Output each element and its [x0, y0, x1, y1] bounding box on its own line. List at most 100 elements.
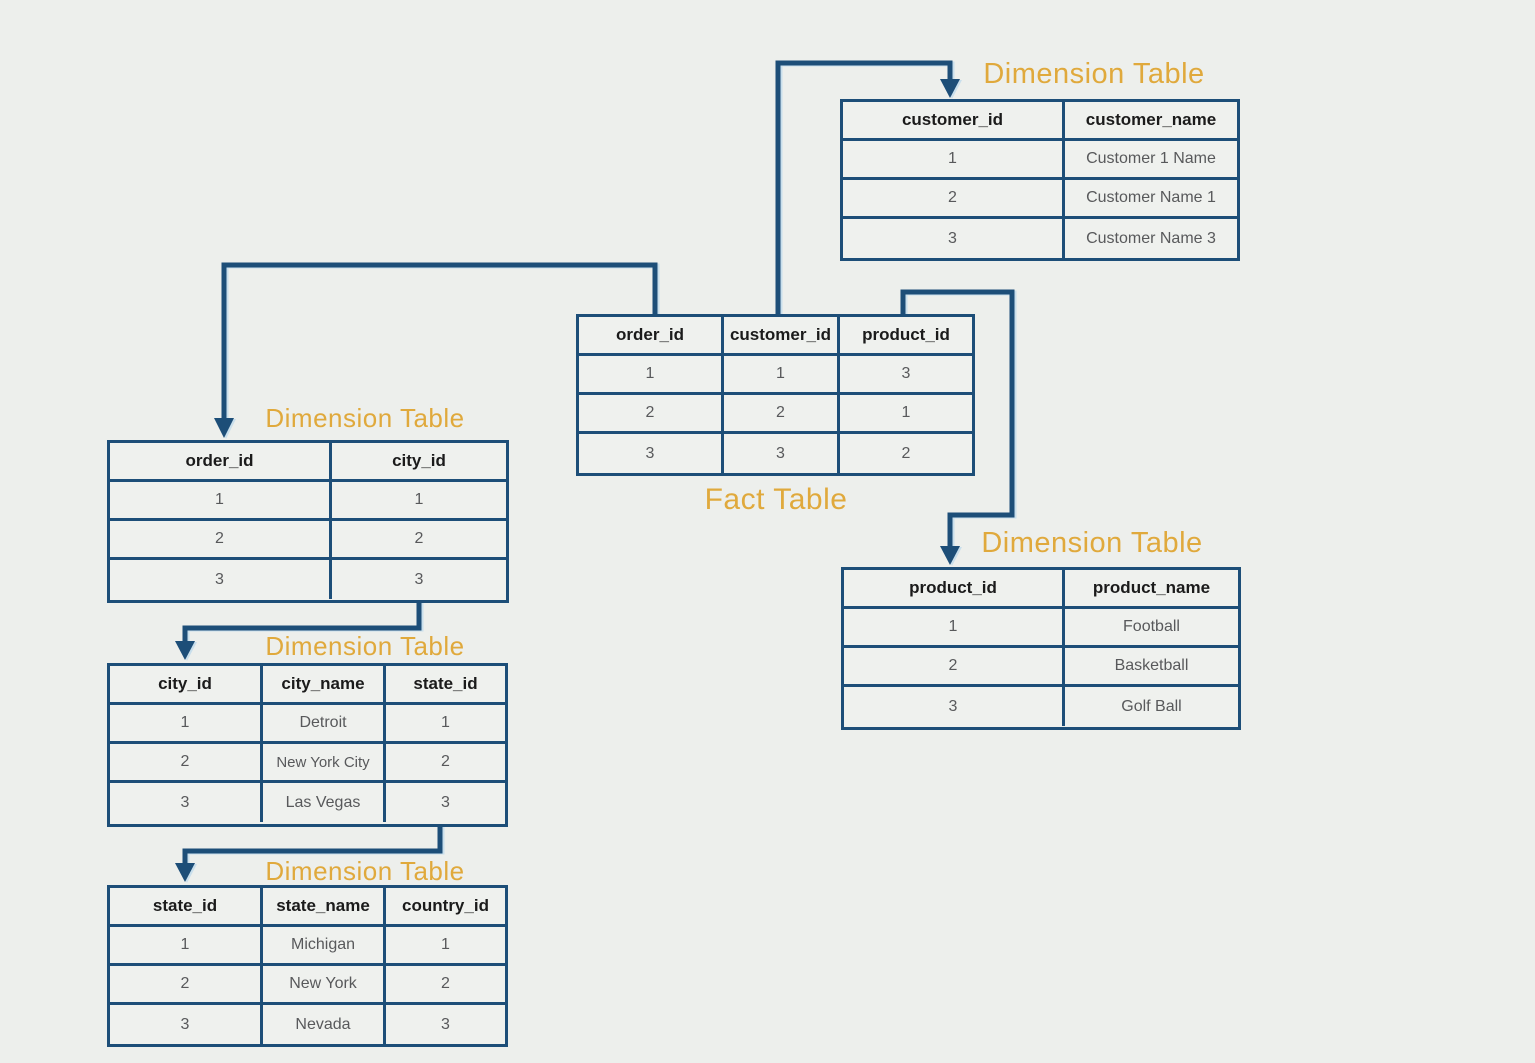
table-cell: 2 — [724, 395, 840, 431]
column-header-state-id: state_id — [413, 674, 478, 693]
dimension-table-state: state_id state_name country_id 1 Michiga… — [107, 885, 508, 1047]
order-dimension-title: Dimension Table — [265, 403, 465, 433]
table-row: 1 Detroit 1 — [110, 705, 505, 744]
table-cell: Basketball — [1114, 657, 1189, 674]
column-header-customer-name: customer_name — [1085, 110, 1217, 129]
table-row: 3 Nevada 3 — [110, 1005, 505, 1044]
dimension-table-city: city_id city_name state_id 1 Detroit 1 2… — [107, 663, 508, 827]
table-row: 2 Basketball — [844, 648, 1238, 687]
table-cell: 3 — [843, 219, 1065, 258]
table-header-row: order_id customer_id product_id — [579, 317, 972, 356]
table-cell: 2 — [901, 444, 911, 462]
table-row: 3 3 2 — [579, 434, 972, 473]
table-row: 1 Football — [844, 609, 1238, 648]
arrow-down-icon — [175, 863, 195, 882]
table-cell: Nevada — [263, 1005, 386, 1044]
table-cell: 2 — [844, 648, 1065, 684]
table-row: 3 Golf Ball — [844, 687, 1238, 726]
table-cell: 2 — [843, 180, 1065, 216]
table-cell: 1 — [110, 482, 332, 518]
table-cell: Customer 1 Name — [1086, 150, 1216, 167]
table-cell: Customer Name 1 — [1086, 189, 1216, 206]
table-cell: Golf Ball — [1121, 697, 1182, 715]
table-row: 1 1 — [110, 482, 506, 521]
column-header-order-id: order_id — [579, 317, 724, 353]
table-cell: 3 — [441, 1015, 450, 1033]
table-row: 1 1 3 — [579, 356, 972, 395]
table-header-row: order_id city_id — [110, 443, 506, 482]
table-cell: 1 — [901, 404, 911, 421]
table-cell: 1 — [724, 356, 840, 392]
column-header-city-name: city_name — [263, 666, 386, 702]
table-cell: New York — [263, 966, 386, 1002]
fact-table: order_id customer_id product_id 1 1 3 2 … — [576, 314, 975, 476]
column-header-customer-id: customer_id — [843, 102, 1065, 138]
table-cell: 2 — [579, 395, 724, 431]
fact-table-title: Fact Table — [704, 483, 848, 516]
table-row: 2 2 — [110, 521, 506, 560]
table-cell: 2 — [441, 975, 450, 992]
table-cell: 1 — [844, 609, 1065, 645]
dimension-table-product: product_id product_name 1 Football 2 Bas… — [841, 567, 1241, 730]
table-header-row: city_id city_name state_id — [110, 666, 505, 705]
dimension-table-order: order_id city_id 1 1 2 2 3 3 — [107, 440, 509, 603]
table-cell: 1 — [843, 141, 1065, 177]
table-header-row: product_id product_name — [844, 570, 1238, 609]
table-header-row: state_id state_name country_id — [110, 888, 505, 927]
table-row: 2 2 1 — [579, 395, 972, 434]
product-dimension-title: Dimension Table — [981, 527, 1203, 559]
arrow-down-icon — [940, 79, 960, 98]
table-cell: 2 — [110, 521, 332, 557]
table-cell: Detroit — [263, 705, 386, 741]
table-cell: 2 — [110, 744, 263, 780]
table-cell: 3 — [414, 570, 424, 588]
column-header-order-id: order_id — [110, 443, 332, 479]
table-cell: 1 — [441, 936, 450, 953]
table-cell: 3 — [579, 434, 724, 473]
column-header-country-id: country_id — [402, 896, 489, 915]
table-row: 1 Customer 1 Name — [843, 141, 1237, 180]
table-row: 2 New York City 2 — [110, 744, 505, 783]
table-cell: 3 — [110, 560, 332, 599]
table-cell: 2 — [110, 966, 263, 1002]
table-cell: 1 — [110, 927, 263, 963]
table-header-row: customer_id customer_name — [843, 102, 1237, 141]
column-header-city-id: city_id — [392, 451, 446, 470]
table-cell: 1 — [110, 705, 263, 741]
table-cell: 1 — [579, 356, 724, 392]
table-row: 2 Customer Name 1 — [843, 180, 1237, 219]
table-row: 3 Customer Name 3 — [843, 219, 1237, 258]
arrow-down-icon — [214, 418, 234, 438]
table-cell: 1 — [414, 491, 424, 508]
column-header-city-id: city_id — [110, 666, 263, 702]
table-cell: 3 — [724, 434, 840, 473]
arrow-down-icon — [940, 546, 960, 565]
state-dimension-title: Dimension Table — [265, 856, 465, 886]
table-cell: Football — [1123, 618, 1180, 635]
city-dimension-title: Dimension Table — [265, 631, 465, 661]
table-cell: 1 — [441, 714, 450, 731]
customer-dimension-title: Dimension Table — [983, 58, 1205, 90]
table-cell: 2 — [414, 530, 424, 547]
table-row: 3 Las Vegas 3 — [110, 783, 505, 822]
table-cell: 3 — [844, 687, 1065, 726]
table-cell: Michigan — [263, 927, 386, 963]
table-row: 2 New York 2 — [110, 966, 505, 1005]
column-header-customer-id: customer_id — [724, 317, 840, 353]
table-cell: 2 — [441, 753, 450, 770]
table-cell: 3 — [441, 793, 450, 811]
table-row: 1 Michigan 1 — [110, 927, 505, 966]
column-header-product-id: product_id — [844, 570, 1065, 606]
column-header-product-id: product_id — [862, 325, 950, 344]
dimension-table-customer: customer_id customer_name 1 Customer 1 N… — [840, 99, 1240, 261]
table-row: 3 3 — [110, 560, 506, 599]
table-cell: 3 — [901, 365, 911, 382]
table-cell: New York City — [263, 744, 386, 780]
column-header-product-name: product_name — [1092, 578, 1211, 597]
arrow-down-icon — [175, 641, 195, 660]
column-header-state-name: state_name — [263, 888, 386, 924]
table-cell: Las Vegas — [263, 783, 386, 822]
table-cell: 3 — [110, 783, 263, 822]
table-cell: Customer Name 3 — [1086, 229, 1216, 247]
table-cell: 3 — [110, 1005, 263, 1044]
